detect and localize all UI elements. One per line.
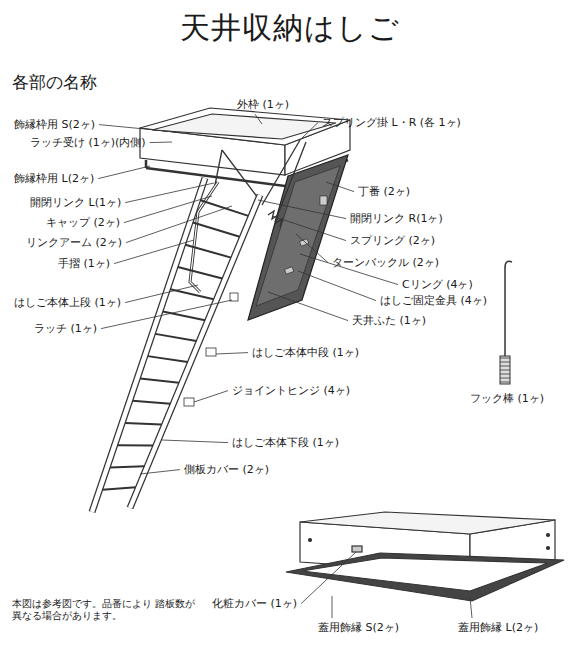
ladder-rung [200,200,248,216]
ladder-rung [163,312,205,321]
part-label: 天井ふた (1ヶ) [352,314,426,327]
part-label: ジョイントヒンジ (4ヶ) [232,384,350,397]
leader-line [140,470,180,474]
leader-line [162,440,228,443]
part-label: 外枠 (1ヶ) [237,98,289,111]
title: 天井収納はしご [180,8,400,49]
ladder-rung [148,356,188,362]
part-label: 手摺 (1ヶ) [58,257,110,270]
part-label: スプリング (2ヶ) [350,234,435,247]
ladder-rung [170,289,213,299]
part-label: 飾縁枠用 S(2ヶ) [14,118,95,131]
ladder-rung [140,378,179,382]
part-label: ラッチ (1ヶ) [34,322,97,335]
ladder-rung [133,401,171,404]
leader-line [194,391,228,402]
leader-line [296,234,328,263]
ladder-rung [103,487,136,490]
part-label: 蓋用飾縁 S(2ヶ) [318,621,399,634]
part-label: 側板カバー (2ヶ) [184,463,269,476]
part-label: 開閉リンク R(1ヶ) [350,212,443,225]
leader-line [125,285,198,303]
spring-links [215,140,306,227]
ladder-rung [155,334,196,341]
part-label: ラッチ受け (1ヶ)(内側) [30,136,146,149]
part-label: 蓋用飾縁 L(2ヶ) [458,621,538,634]
ceiling-lid [248,155,348,320]
ladder-rung [185,245,231,258]
part-label: 開閉リンク L(1ヶ) [30,196,121,209]
leader-line [258,200,346,219]
part-label: キャップ (2ヶ) [46,216,120,229]
part-label: はしご本体上段 (1ヶ) [14,296,121,309]
part-label: 飾縁枠用 L(2ヶ) [14,172,94,185]
part-label: はしご本体下段 (1ヶ) [232,436,339,449]
ladder-rung [110,466,144,467]
leader-line [98,166,150,179]
subtitle: 各部の名称 [12,72,97,92]
leader-line [124,196,212,223]
leader-line [470,597,472,618]
leader-line [255,114,262,124]
leader-line [301,552,356,604]
leader-line [326,182,354,192]
ladder-rung [118,444,153,446]
ladder-rung [193,223,240,237]
leader-line [99,125,176,132]
leader-line [150,142,172,144]
part-label: はしご固定金具 (4ヶ) [380,294,487,307]
leader-line [272,216,346,241]
leader-line [216,353,248,354]
leader-line [114,240,194,264]
leader-line [126,206,232,243]
leader-line [268,292,348,321]
leader-line [298,271,376,301]
ladder-rung [178,267,222,278]
part-label: 化粧カバー (1ヶ) [212,597,297,610]
part-label: スプリング掛 L・R (各 1ヶ) [322,116,461,129]
part-label: はしご本体中段 (1ヶ) [252,346,359,359]
part-label: 丁番 (2ヶ) [358,185,410,198]
part-label: Cリング (4ヶ) [402,278,473,291]
leader-line [332,596,333,618]
ladder-rung [125,423,162,425]
hook-bar [500,261,512,384]
lid-trim-box [286,512,564,601]
part-label: リンクアーム (2ヶ) [26,236,122,249]
part-label: フック棒 (1ヶ) [470,392,544,405]
note-text: 本図は参考図です。品番により 踏板数が異なる場合があります。 [12,598,202,622]
part-label: ターンバックル (2ヶ) [332,256,439,269]
leader-line [302,123,318,138]
